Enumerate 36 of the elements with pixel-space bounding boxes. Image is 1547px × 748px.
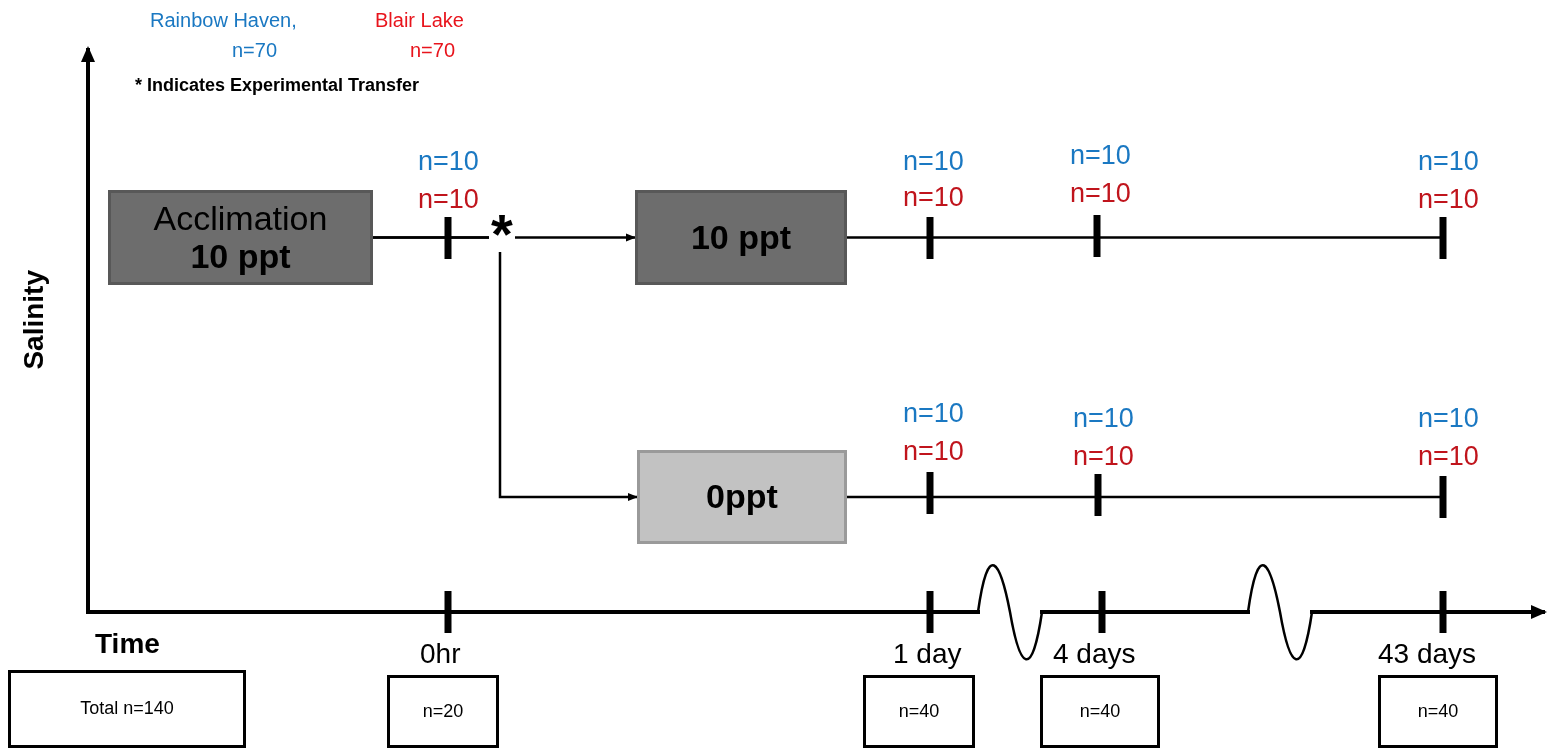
- sample-count: n=70: [410, 40, 456, 60]
- time-label: 4 days: [1053, 640, 1136, 668]
- sample-count: n=10: [903, 400, 964, 427]
- sample-count: n=10: [903, 148, 964, 175]
- sample-count: n=10: [903, 438, 964, 465]
- transfer-mark: *: [489, 212, 515, 252]
- box-subtitle: 10 ppt: [190, 237, 291, 275]
- sample-count: n=10: [1073, 405, 1134, 432]
- axis-title: Time: [95, 630, 160, 658]
- box-title: Acclimation: [153, 200, 328, 238]
- box-title: n=40: [898, 701, 940, 722]
- box-title: n=40: [1417, 701, 1459, 722]
- sample-count: n=10: [1070, 142, 1131, 169]
- population-name: Blair Lake: [375, 10, 464, 30]
- note-text: * Indicates Experimental Transfer: [135, 76, 420, 94]
- sample-count: n=70: [232, 40, 278, 60]
- population-name: Rainbow Haven,: [150, 10, 297, 30]
- sample-count: n=10: [1070, 180, 1131, 207]
- sample-count: n=10: [1073, 443, 1134, 470]
- sample-count: n=10: [1418, 148, 1479, 175]
- box-title: Total n=140: [80, 699, 174, 719]
- sample-count: n=10: [1418, 443, 1479, 470]
- time-label: 1 day: [893, 640, 962, 668]
- arrow: [373, 236, 638, 501]
- sample-count: n=10: [903, 184, 964, 211]
- box-title: 0ppt: [706, 478, 778, 516]
- sample-count: n=10: [418, 186, 479, 213]
- sample-count: n=10: [1418, 186, 1479, 213]
- sample-count: n=10: [1418, 405, 1479, 432]
- axis-title: Salinity: [20, 270, 48, 370]
- sample-count: n=10: [418, 148, 479, 175]
- box-title: n=20: [422, 701, 464, 722]
- box-title: 10 ppt: [690, 218, 792, 257]
- time-label: 0hr: [420, 640, 461, 668]
- box-title: n=40: [1079, 701, 1121, 722]
- time-label: 43 days: [1378, 640, 1477, 668]
